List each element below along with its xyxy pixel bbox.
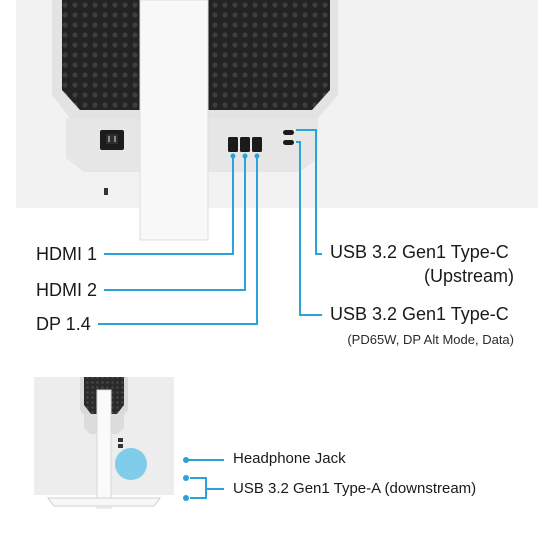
power-inlet [100,130,124,150]
stand-base [47,497,161,507]
monitor-rear [16,0,538,241]
lock-slot [104,188,108,195]
port-highlight [115,448,147,480]
monitor-side-view [34,377,174,509]
usbc-pd-label: USB 3.2 Gen1 Type-C [330,304,509,324]
usbc-pd-port [283,140,294,145]
stand-neck [140,0,208,240]
video-ports [228,137,262,152]
hdmi2-label: HDMI 2 [36,280,98,300]
usbc-pd-sub: (PD65W, DP Alt Mode, Data) [347,332,514,347]
callout-lines [98,129,322,325]
hdmi2-port [240,137,250,152]
dp-port [252,137,262,152]
hdmi2-leader [104,156,246,291]
usbc-upstream-leader [296,129,322,255]
usbc-upstream-sub: (Upstream) [423,266,514,286]
dp-leader [98,156,258,325]
usbc-pd-leader [296,141,322,316]
hdmi1-leader [104,156,234,255]
dp-label: DP 1.4 [36,314,91,334]
usba-label: USB 3.2 Gen1 Type-A (downstream) [233,480,477,497]
usbc-upstream-label: USB 3.2 Gen1 Type-C [330,242,509,262]
hdmi1-label: HDMI 1 [36,244,98,264]
headphone-label: Headphone Jack [233,450,346,467]
hdmi1-port [228,137,238,152]
side-callouts [183,457,224,501]
usbc-upstream-port [283,130,294,135]
